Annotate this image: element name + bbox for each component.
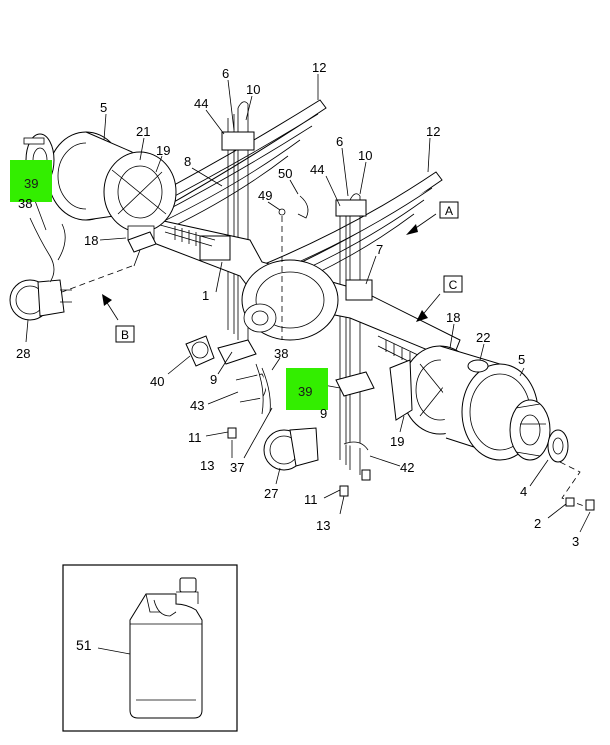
nut-right-ubolt [361, 469, 371, 481]
callout-11-left: 11 [188, 430, 202, 445]
spacer-22 [467, 359, 489, 373]
axle-housing [145, 217, 461, 361]
callout-44-left: 44 [194, 96, 208, 111]
callout-38-left: 38 [18, 196, 32, 211]
callout-6-left: 6 [222, 66, 229, 81]
callout-5-right: 5 [518, 352, 525, 367]
pinion-yoke [185, 335, 215, 367]
callout-12-left: 12 [312, 60, 326, 75]
callout-8: 8 [184, 154, 191, 169]
callout-21: 21 [136, 124, 150, 139]
highlight-box-39-right[interactable] [286, 368, 328, 410]
callout-4: 4 [520, 484, 527, 499]
callout-1: 1 [202, 288, 209, 303]
air-hose-left [29, 217, 66, 283]
spring-plate-right [335, 199, 367, 217]
callout-5-left: 5 [100, 100, 107, 115]
u-bolt-right [339, 193, 361, 475]
brake-chamber-right [263, 427, 319, 471]
callout-3: 3 [572, 534, 579, 549]
callout-9-right: 9 [320, 406, 327, 421]
bracket-42 [343, 441, 369, 451]
highlight-box-39-left[interactable] [10, 160, 52, 202]
callout-labels: 5 21 19 39 38 18 28 6 10 12 44 8 50 49 1… [16, 60, 579, 549]
nut-11-right [339, 485, 349, 497]
pin-49 [278, 208, 286, 216]
nut-11-left [227, 427, 237, 439]
view-label-a: A [445, 204, 453, 218]
brake-assembly-left [103, 151, 177, 241]
nut-3 [585, 499, 595, 511]
callout-10-right: 10 [358, 148, 372, 163]
callout-49: 49 [258, 188, 272, 203]
callout-40: 40 [150, 374, 164, 389]
callout-39-left: 39 [24, 176, 38, 191]
callout-27: 27 [264, 486, 278, 501]
hook-50 [297, 195, 309, 219]
view-arrow-b: B [102, 294, 135, 343]
axle-flange [547, 429, 569, 463]
callout-39-right: 39 [298, 384, 312, 399]
callout-7: 7 [376, 242, 383, 257]
spring-seat-right [335, 371, 375, 397]
callout-18-left: 18 [84, 233, 98, 248]
callout-6-right: 6 [336, 134, 343, 149]
spring-plate-left [221, 131, 255, 151]
brake-drum-right [439, 345, 551, 461]
callout-9-left: 9 [210, 372, 217, 387]
callout-42: 42 [400, 460, 414, 475]
brake-chamber-left [9, 279, 72, 321]
callout-38-right: 38 [274, 346, 288, 361]
spring-seat-left [217, 339, 257, 365]
slack-adjuster-left [127, 231, 157, 253]
view-label-c: C [449, 278, 458, 292]
callout-2: 2 [534, 516, 541, 531]
callout-22: 22 [476, 330, 490, 345]
air-hose-right [255, 363, 271, 415]
leader-lines [25, 74, 591, 533]
callout-50: 50 [278, 166, 292, 181]
washer-2 [565, 497, 575, 507]
callout-28: 28 [16, 346, 30, 361]
callout-44-right: 44 [310, 162, 324, 177]
view-arrow-c: C [416, 275, 463, 322]
callout-13-right: 13 [316, 518, 330, 533]
inset-lubricant: 51 [62, 564, 238, 732]
callout-13-left: 13 [200, 458, 214, 473]
jug-body [129, 593, 203, 719]
view-label-b: B [121, 328, 129, 342]
callout-11-right: 11 [304, 492, 318, 507]
callout-37: 37 [230, 460, 244, 475]
view-arrow-a: A [406, 201, 459, 235]
callout-51: 51 [76, 637, 92, 653]
slack-rod-left [133, 249, 141, 267]
axle-shaft-left [159, 224, 216, 247]
callout-10-left: 10 [246, 82, 260, 97]
jug-cap [179, 577, 197, 593]
callout-12-right: 12 [426, 124, 440, 139]
callout-19-right: 19 [390, 434, 404, 449]
callout-18-right: 18 [446, 310, 460, 325]
callout-43: 43 [190, 398, 204, 413]
callout-19-left: 19 [156, 143, 170, 158]
dash-link-left [61, 265, 133, 293]
bracket-right [389, 359, 413, 421]
